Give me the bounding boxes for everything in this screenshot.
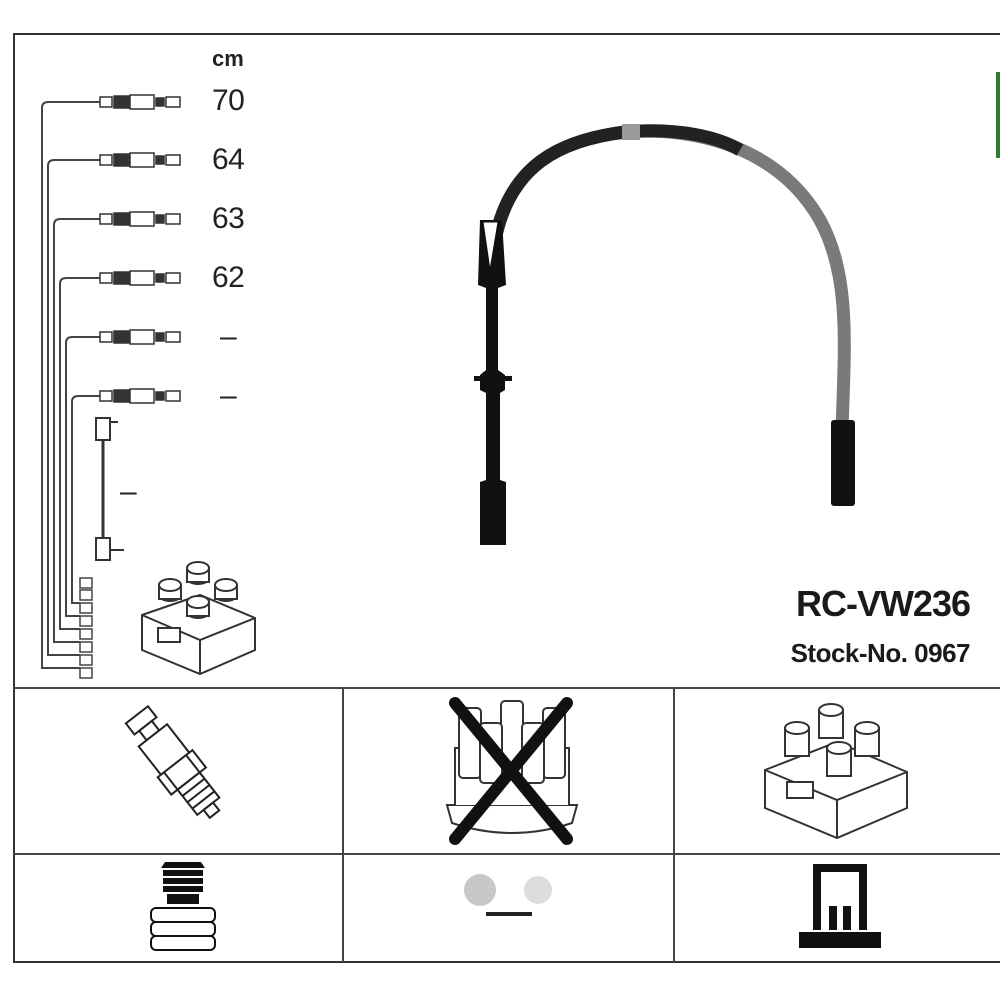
edge-marker [996, 72, 1000, 158]
resistance-dots-icon [464, 874, 552, 916]
grid-line [342, 687, 344, 962]
not-included-cross-icon [449, 697, 573, 845]
lead-length-label: – [220, 320, 237, 353]
ignition-cable-illustration [474, 124, 855, 545]
lead-length-label: 64 [212, 143, 245, 176]
distributor-cap-icon [445, 697, 579, 845]
grid-line [13, 687, 1000, 689]
diagram-frame [13, 33, 1000, 963]
lead-length-label: – [220, 379, 237, 412]
plug-terminal-icon [150, 862, 216, 951]
stock-number: Stock-No. 0967 [790, 638, 971, 668]
coil-pack-small [141, 561, 256, 676]
ignition-coil-icon [764, 703, 908, 840]
lead-length-label: 70 [212, 84, 245, 117]
grid-line [13, 853, 1000, 855]
spark-plug-icon [124, 704, 221, 820]
part-number: RC-VW236 [795, 583, 971, 624]
grid-line [673, 687, 675, 962]
lead-length-label: – [120, 475, 137, 508]
lead-length-label: 63 [212, 202, 245, 235]
lead-schematic [41, 94, 256, 679]
coil-terminal-icon [799, 864, 881, 948]
unit-label: cm [212, 46, 244, 71]
lead-length-label: 62 [212, 261, 245, 294]
